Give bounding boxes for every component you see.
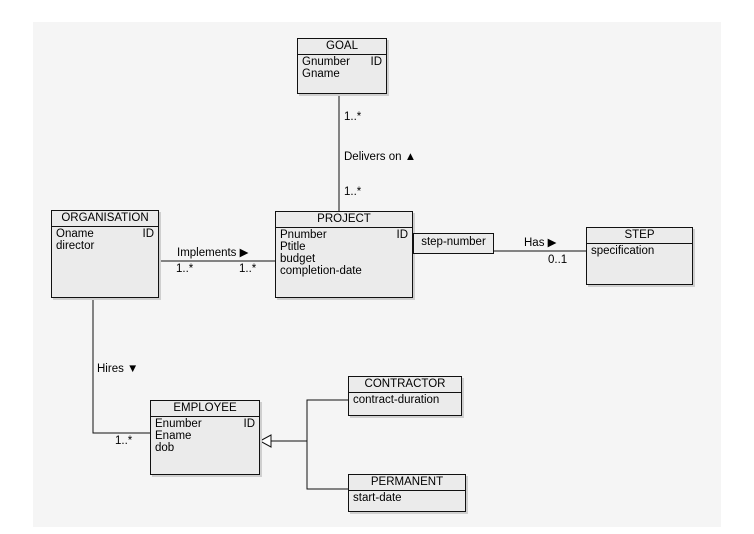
attribute-row: start-date <box>353 492 461 504</box>
attribute-row: Gname <box>302 68 382 80</box>
attribute-name: Gname <box>302 68 340 80</box>
attribute-name: budget <box>280 253 316 265</box>
attribute-name: completion-date <box>280 265 362 277</box>
attribute-name: director <box>56 240 95 252</box>
attribute-row: Oname ID <box>56 228 154 240</box>
attribute-name: contract-duration <box>353 394 440 406</box>
association-label-hires: Hires ▼ <box>97 363 139 375</box>
qualifier-step-number[interactable]: step-number <box>413 233 494 254</box>
association-label-delivers-on: Delivers on ▲ <box>344 151 417 163</box>
attribute-list: specification <box>587 244 692 258</box>
class-name: GOAL <box>298 39 386 55</box>
attribute-name: start-date <box>353 492 402 504</box>
attribute-row: Pnumber ID <box>280 229 408 241</box>
attribute-list: start-date <box>349 491 465 505</box>
attribute-row: Gnumber ID <box>302 56 382 68</box>
attribute-row: contract-duration <box>353 394 457 406</box>
attribute-name: Pnumber <box>280 229 327 241</box>
attribute-name: specification <box>591 245 655 257</box>
class-step[interactable]: STEP specification <box>586 227 693 285</box>
multiplicity-project-top: 1..* <box>344 186 362 198</box>
class-name: PROJECT <box>276 212 412 228</box>
attribute-row: Enumber ID <box>155 418 255 430</box>
generalization-branch-contractor <box>306 399 348 441</box>
attribute-row: budget <box>280 253 408 265</box>
class-project[interactable]: PROJECT Pnumber ID Ptitle budget completi… <box>275 211 413 298</box>
attribute-name: Enumber <box>155 418 202 430</box>
id-marker: ID <box>370 56 383 68</box>
attribute-row: dob <box>155 442 255 454</box>
attribute-list: contract-duration <box>349 393 461 407</box>
generalization-triangle-icon <box>258 434 272 448</box>
id-marker: ID <box>243 418 256 430</box>
attribute-name: Ename <box>155 430 192 442</box>
attribute-name: Gnumber <box>302 56 350 68</box>
attribute-list: Enumber ID Ename dob <box>151 417 259 455</box>
attribute-row: completion-date <box>280 265 408 277</box>
attribute-list: Pnumber ID Ptitle budget completion-date <box>276 228 412 278</box>
hires-line <box>92 298 150 434</box>
attribute-row: Ptitle <box>280 241 408 253</box>
attribute-row: specification <box>591 245 688 257</box>
class-name: ORGANISATION <box>52 211 158 227</box>
attribute-name: Ptitle <box>280 241 306 253</box>
id-marker: ID <box>396 229 409 241</box>
multiplicity-step-end: 0..1 <box>548 254 568 266</box>
class-name: PERMANENT <box>349 475 465 491</box>
multiplicity-employee-end: 1..* <box>115 435 133 447</box>
class-name: STEP <box>587 228 692 244</box>
class-contractor[interactable]: CONTRACTOR contract-duration <box>348 376 462 416</box>
multiplicity-organisation-end: 1..* <box>176 263 194 275</box>
attribute-row: Ename <box>155 430 255 442</box>
generalization-branch-permanent <box>306 441 348 490</box>
class-organisation[interactable]: ORGANISATION Oname ID director <box>51 210 159 298</box>
class-employee[interactable]: EMPLOYEE Enumber ID Ename dob <box>150 400 260 475</box>
attribute-list: Oname ID director <box>52 227 158 253</box>
association-label-has: Has ▶ <box>524 237 557 249</box>
multiplicity-goal-end: 1..* <box>344 111 362 123</box>
attribute-list: Gnumber ID Gname <box>298 55 386 81</box>
class-goal[interactable]: GOAL Gnumber ID Gname <box>297 38 387 94</box>
attribute-row: director <box>56 240 154 252</box>
association-label-implements: Implements ▶ <box>177 247 249 259</box>
multiplicity-project-left: 1..* <box>239 263 257 275</box>
class-name: CONTRACTOR <box>349 377 461 393</box>
id-marker: ID <box>142 228 155 240</box>
class-permanent[interactable]: PERMANENT start-date <box>348 474 466 512</box>
class-name: EMPLOYEE <box>151 401 259 417</box>
attribute-name: dob <box>155 442 175 454</box>
attribute-name: Oname <box>56 228 94 240</box>
